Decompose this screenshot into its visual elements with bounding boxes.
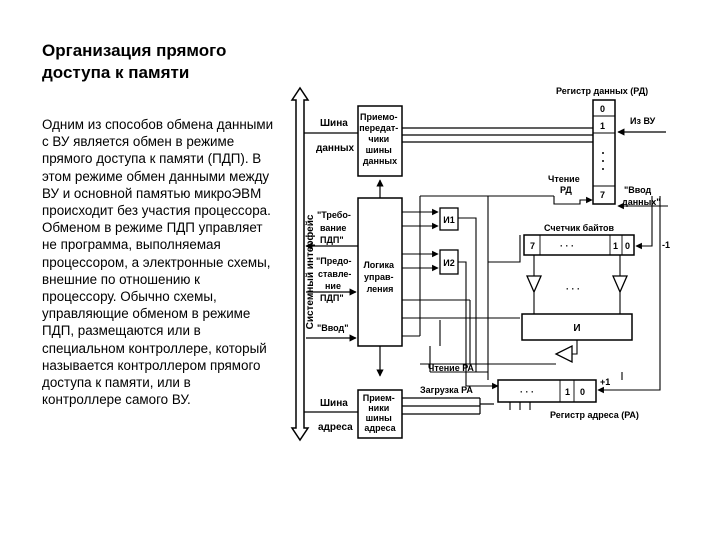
data-register-bit-1: 1 [600, 121, 605, 131]
system-interface-bus [290, 86, 310, 442]
request-label-2: вание [320, 223, 346, 233]
gate-i1-label: И1 [443, 215, 454, 225]
svg-text:Прием- ники шины а: Прием- ники шины адреса [363, 393, 398, 433]
address-bus-label-2: адреса [318, 422, 353, 433]
read-rd-label-2: РД [560, 185, 572, 195]
address-bus-receivers [357, 389, 403, 439]
address-register-title: Регистр адреса (РА) [550, 410, 639, 420]
byte-counter-step: -1 [662, 240, 670, 250]
system-interface-label: Системный интерфейс [304, 214, 316, 329]
logic-label-2: управ- [364, 272, 393, 282]
tx-label-4: шины [366, 145, 392, 155]
request-label-1: "Требо- [317, 210, 351, 220]
svg-text:Логика управ- ления: Логика управ- ления [363, 260, 396, 294]
device-input-label-2: данных" [622, 197, 661, 207]
read-ra-label: Чтение РА [428, 363, 474, 373]
device-input-label-1: "Ввод [624, 185, 652, 195]
byte-counter-bit-1: 1 [613, 241, 618, 251]
tx-label-3: чики [368, 134, 389, 144]
slide-body-text: Одним из способов обмена данными с ВУ яв… [42, 117, 274, 408]
address-register-dots: · · · [520, 387, 534, 397]
byte-counter-bit-7: 7 [530, 241, 535, 251]
rx-label-3: шины [366, 413, 392, 423]
and-gate-label: И [573, 323, 580, 334]
grant-label-3: ние [325, 281, 341, 291]
from-device-label: Из ВУ [630, 116, 656, 126]
byte-counter-dots: · · · [560, 241, 574, 251]
data-register-title: Регистр данных (РД) [556, 86, 648, 96]
gate-i1 [439, 207, 459, 231]
buffers-dots: · · · [566, 284, 580, 294]
request-label-3: ПДП" [320, 235, 344, 245]
gate-i2-label: И2 [443, 258, 454, 268]
data-register [592, 99, 616, 205]
grant-label-4: ПДП" [320, 293, 344, 303]
byte-counter-title: Счетчик байтов [544, 223, 615, 233]
and-gate-block [521, 313, 633, 341]
input-signal-label: "Ввод" [317, 323, 349, 333]
svg-text:"Требо- вание ПДП": "Требо- вание ПДП" [317, 210, 353, 245]
slide-title: Организация прямого доступа к памяти [42, 41, 227, 82]
load-ra-label: Загрузка РА [420, 385, 473, 395]
control-wires [402, 195, 556, 390]
read-rd-label-1: Чтение [548, 174, 580, 184]
svg-text:Чтение РД: Чтение РД [548, 174, 582, 195]
buffer-left [526, 275, 542, 294]
address-register-bit-0: 0 [580, 387, 585, 397]
byte-counter-bit-0: 0 [625, 241, 630, 251]
inverter-triangle [554, 344, 573, 364]
buffer-right [612, 275, 628, 294]
address-register-bit-1: 1 [565, 387, 570, 397]
tx-label-2: передат- [359, 123, 398, 133]
address-bus-label-1: Шина [320, 398, 348, 409]
svg-text:"Ввод данных": "Ввод данных" [622, 185, 661, 207]
byte-counter-register [523, 234, 635, 256]
data-bus-transceivers [357, 105, 403, 177]
control-logic-block [357, 197, 403, 347]
tx-label-5: данных [363, 156, 397, 166]
rx-label-4: адреса [364, 423, 396, 433]
bus-wires [304, 127, 593, 415]
data-register-dots [602, 152, 604, 170]
data-bus-label-2: данных [316, 143, 355, 154]
svg-text:"Предо- ставле- ние: "Предо- ставле- ние ПДП" [316, 256, 354, 303]
rx-label-2: ники [368, 403, 389, 413]
data-bus-label-1: Шина [320, 118, 348, 129]
svg-text:Приемо- передат- чики: Приемо- передат- чики шины данных [359, 112, 401, 166]
address-register [497, 379, 597, 403]
grant-label-1: "Предо- [316, 256, 351, 266]
rx-label-1: Прием- [363, 393, 395, 403]
grant-label-2: ставле- [318, 269, 351, 279]
data-register-bit-7: 7 [600, 190, 605, 200]
address-register-step: +1 [600, 377, 610, 387]
logic-label-3: ления [367, 284, 394, 294]
logic-label-1: Логика [363, 260, 395, 270]
data-register-bit-0: 0 [600, 104, 605, 114]
tx-label-1: Приемо- [360, 112, 397, 122]
